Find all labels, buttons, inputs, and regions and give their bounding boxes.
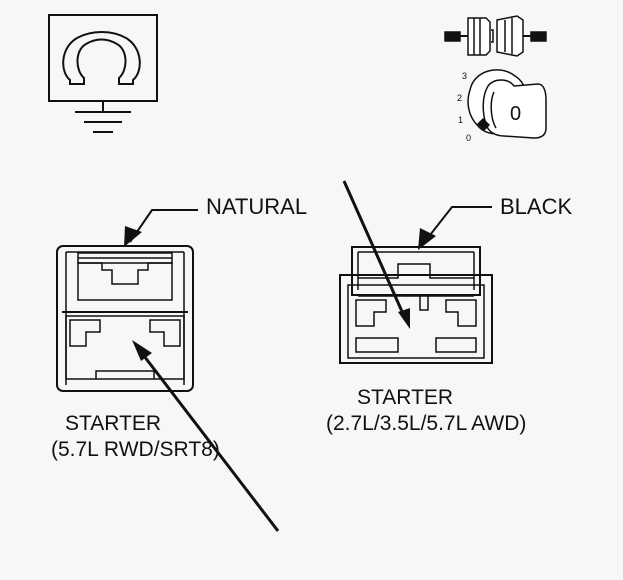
starter-subcaption-awd: (2.7L/3.5L/5.7L AWD) xyxy=(326,412,526,435)
ignition-position-3: 3 xyxy=(462,71,467,81)
natural-label: NATURAL xyxy=(206,194,307,219)
probe-arrow-awd xyxy=(342,180,410,329)
starter-subcaption-rwd: (5.7L RWD/SRT8) xyxy=(51,438,220,461)
ignition-position-1: 1 xyxy=(458,115,463,125)
probe-arrow-rwd xyxy=(132,340,280,532)
connector-disconnect-icon xyxy=(444,15,547,57)
natural-callout: NATURAL xyxy=(124,194,307,247)
starter-connector-awd xyxy=(339,246,493,364)
starter-caption-rwd: STARTER xyxy=(65,412,161,435)
black-callout: BLACK xyxy=(418,194,572,250)
ignition-position-0: 0 xyxy=(466,133,471,143)
omega-ground-icon xyxy=(48,14,158,133)
starter-connector-rwd xyxy=(56,245,194,392)
starter-caption-awd: STARTER xyxy=(357,386,453,409)
ignition-position-2: 2 xyxy=(457,93,462,103)
ignition-key-icon: 3 2 1 0 0 xyxy=(457,69,547,143)
ignition-key-label: 0 xyxy=(510,103,521,125)
black-label: BLACK xyxy=(500,194,572,219)
